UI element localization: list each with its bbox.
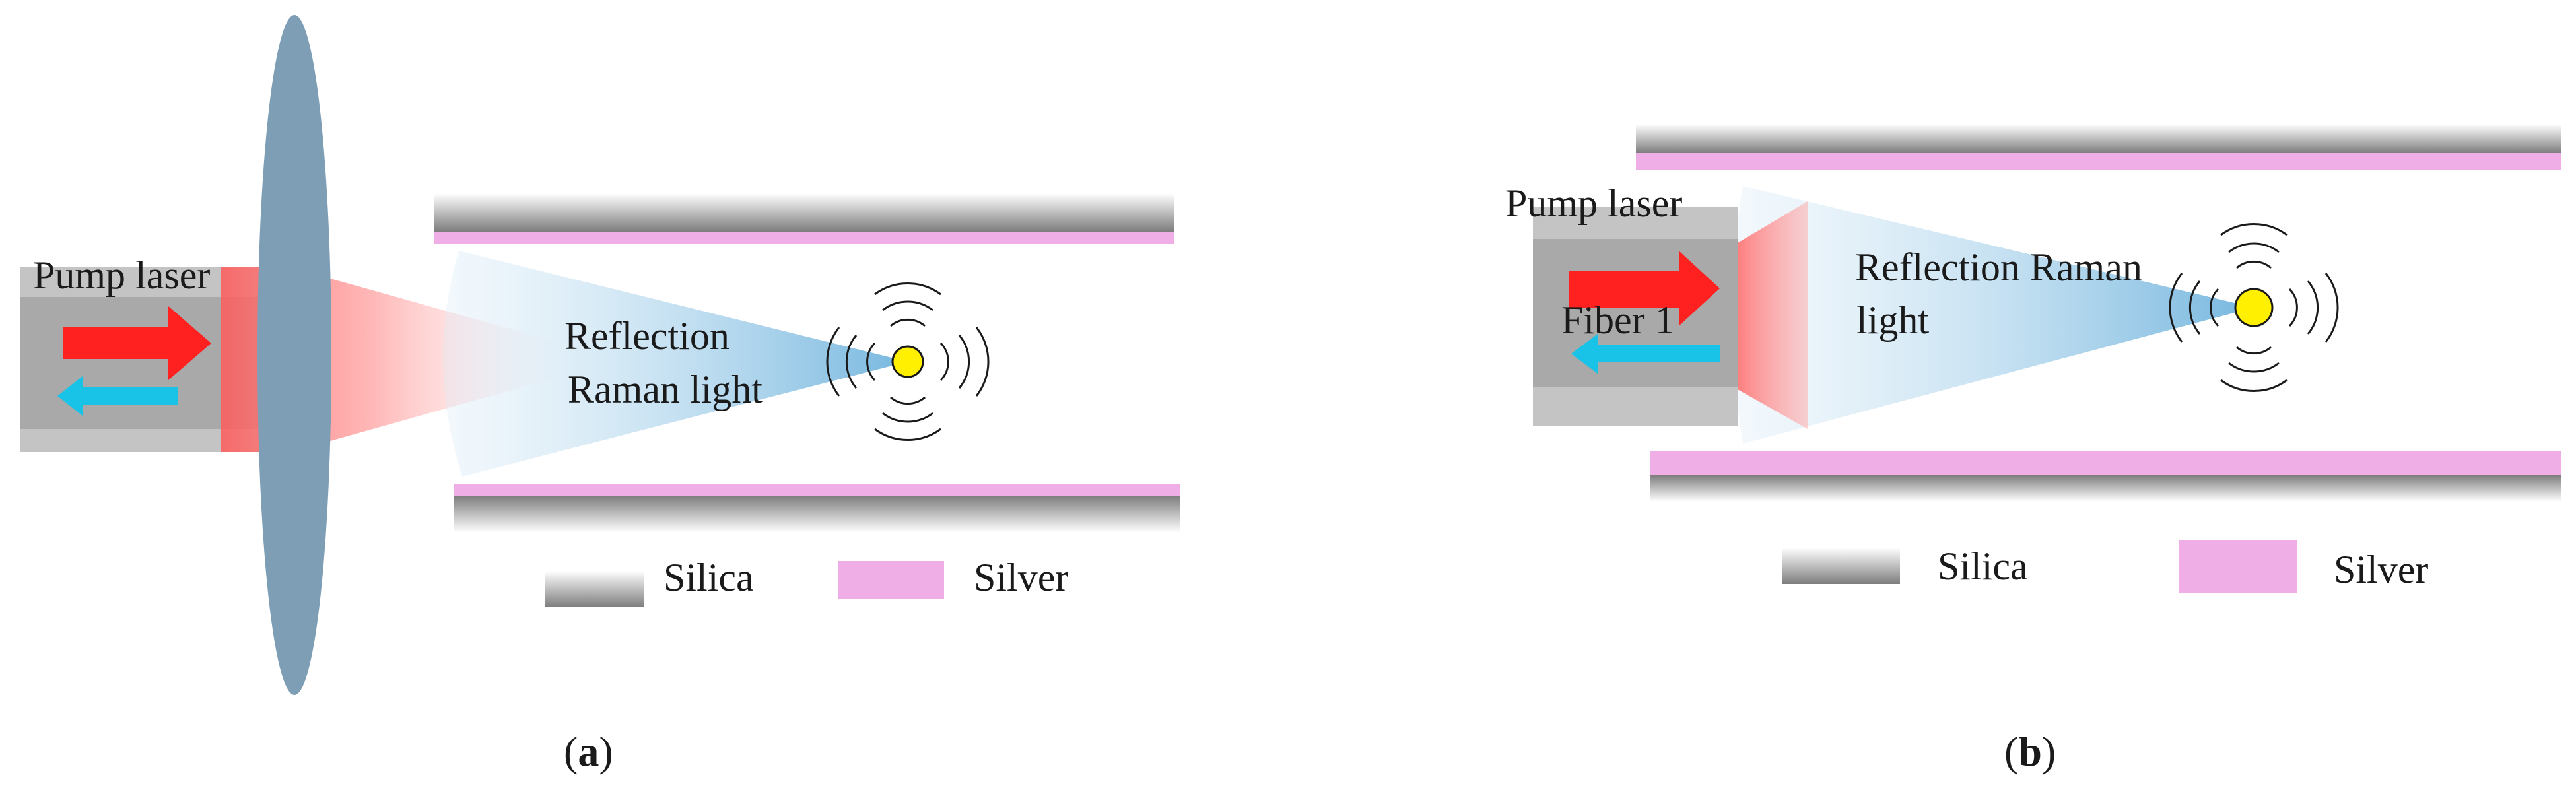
molecule-circle-icon: [891, 345, 924, 378]
pump-laser-label-b: Pump laser: [1505, 181, 1682, 225]
raman-arrow-b: [1571, 334, 1720, 374]
reflection-label-line1-a: Reflection: [564, 314, 729, 358]
panel-label-a: (a): [564, 728, 613, 775]
legend-silver-label-a: Silver: [974, 556, 1068, 599]
panel-b: Pump laser Fiber 1 Reflection Raman ligh…: [1505, 124, 2561, 775]
scattering-wave-icon: [2169, 223, 2339, 392]
pump-laser-label-a: Pump laser: [33, 253, 210, 297]
legend-silica-label-a: Silica: [663, 556, 754, 599]
silver-coating-top-b: [1636, 153, 2561, 170]
legend-silica-swatch-a: [545, 571, 644, 607]
pump-arrow-a: [63, 306, 211, 380]
legend-silica-label-b: Silica: [1938, 544, 2028, 588]
silica-wall-top-a: [434, 193, 1174, 232]
silica-wall-top-b: [1636, 124, 2561, 153]
silver-coating-top-a: [434, 232, 1174, 244]
pump-light-beam-b: [1738, 201, 1808, 429]
molecule-circle-icon: [2234, 288, 2274, 327]
reflection-label-line2-a: Raman light: [568, 368, 763, 411]
reflection-label-line2-b: light: [1856, 298, 1929, 342]
fiber-core-b: [1533, 239, 1738, 387]
legend-silica-swatch-b: [1782, 548, 1900, 584]
fiber-label-b: Fiber 1: [1561, 298, 1675, 342]
silica-wall-bottom-b: [1650, 475, 2561, 502]
panel-a: Pump laser Reflection Raman light Silica…: [20, 15, 1180, 775]
scattering-wave-icon: [826, 282, 990, 441]
pump-arrow-b: [1569, 251, 1720, 326]
focusing-lens: [257, 15, 331, 695]
silver-coating-bottom-a: [454, 484, 1180, 496]
panel-label-b: (b): [2004, 728, 2056, 775]
legend-silver-swatch-b: [2179, 540, 2297, 593]
legend-silver-swatch-a: [838, 561, 944, 599]
raman-light-cone-b: [1732, 186, 2254, 444]
raman-light-cone-a: [443, 251, 908, 477]
raman-arrow-a: [57, 376, 178, 416]
silica-wall-bottom-a: [454, 496, 1180, 533]
silver-coating-bottom-b: [1650, 451, 2561, 475]
reflection-label-line1-b: Reflection Raman: [1855, 246, 2142, 289]
legend-silver-label-b: Silver: [2334, 548, 2428, 591]
